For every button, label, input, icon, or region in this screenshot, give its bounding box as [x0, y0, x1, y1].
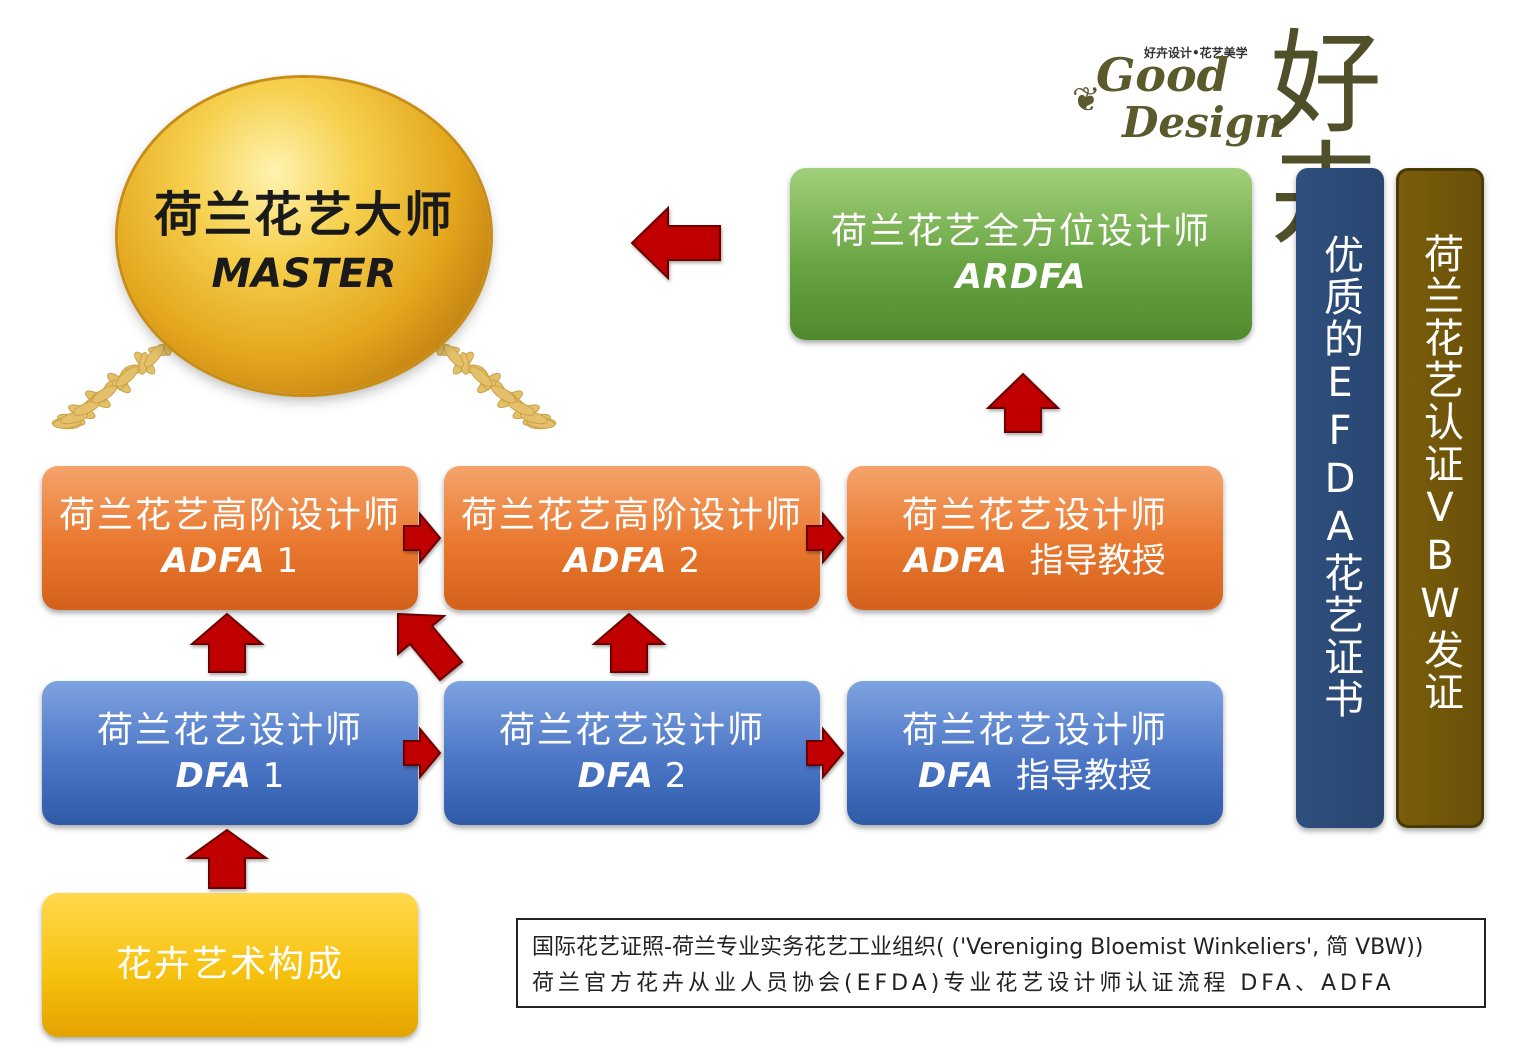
laurel-leaf — [469, 366, 493, 388]
logo-tagline: 好卉设计•花艺美学 — [1144, 46, 1248, 60]
laurel-leaf — [91, 385, 117, 404]
dfa1-code: DFA — [175, 756, 252, 797]
efda-certificate-band: 优质的EFDA花艺证书 — [1296, 168, 1384, 828]
master-subtitle: MASTER — [211, 251, 397, 297]
adfa-professor-box: 荷兰花艺设计师 ADFA 指导教授 — [847, 466, 1223, 610]
arrow-diagonal-icon — [397, 612, 464, 682]
adfa1-box: 荷兰花艺高阶设计师 ADFA 1 — [42, 466, 418, 610]
dfa2-box: 荷兰花艺设计师 DFA 2 — [444, 681, 820, 825]
arrow-left-icon — [630, 205, 721, 281]
ardfa-title: 荷兰花艺全方位设计师 — [830, 210, 1211, 252]
logo-word-design: Design — [1122, 98, 1285, 147]
dfa1-box: 荷兰花艺设计师 DFA 1 — [42, 681, 418, 825]
dfa-professor-level: 指导教授 — [1016, 756, 1152, 797]
dfa-professor-title: 荷兰花艺设计师 — [901, 709, 1168, 751]
dfa2-code: DFA — [577, 756, 654, 797]
vbw-band-text: 荷兰花艺认证VBW发证 — [1417, 233, 1463, 713]
caption-line-1: 国际花艺证照-荷兰专业实务花艺工业组织( ('Vereniging Bloemi… — [532, 935, 1424, 960]
arrow-up-icon — [591, 612, 667, 673]
foundation-box: 花卉艺术构成 — [42, 893, 418, 1037]
dfa2-level: 2 — [664, 756, 687, 797]
dfa-professor-code: DFA — [917, 756, 995, 797]
arrow-right-icon — [403, 726, 442, 780]
adfa2-title: 荷兰花艺高阶设计师 — [460, 494, 803, 536]
ardfa-code: ARDFA — [955, 257, 1087, 298]
adfa-professor-code: ADFA — [904, 541, 1009, 582]
adfa-professor-title: 荷兰花艺设计师 — [901, 494, 1168, 536]
adfa1-title: 荷兰花艺高阶设计师 — [58, 494, 401, 536]
laurel-leaf — [491, 385, 517, 404]
laurel-leaf — [115, 366, 139, 388]
ardfa-box: 荷兰花艺全方位设计师 ARDFA — [790, 168, 1252, 340]
laurel-leaf — [443, 343, 464, 368]
foundation-title: 花卉艺术构成 — [115, 943, 344, 985]
vbw-certificate-band: 荷兰花艺认证VBW发证 — [1396, 168, 1484, 828]
adfa2-level: 2 — [678, 541, 701, 582]
master-title: 荷兰花艺大师 — [153, 187, 454, 243]
efda-band-text: 优质的EFDA花艺证书 — [1317, 234, 1363, 720]
arrow-up-icon — [985, 372, 1061, 433]
dfa1-title: 荷兰花艺设计师 — [96, 709, 363, 751]
adfa1-code: ADFA — [161, 541, 266, 582]
arrow-right-icon — [403, 511, 442, 565]
dfa2-title: 荷兰花艺设计师 — [498, 709, 765, 751]
adfa2-code: ADFA — [563, 541, 668, 582]
arrow-up-icon — [184, 828, 270, 889]
adfa-professor-level: 指导教授 — [1029, 541, 1166, 582]
caption-box: 国际花艺证照-荷兰专业实务花艺工业组织( ('Vereniging Bloemi… — [516, 918, 1486, 1008]
caption-line-2: 荷兰官方花卉从业人员协会(EFDA)专业花艺设计师认证流程 DFA、ADFA — [532, 971, 1395, 996]
adfa1-level: 1 — [276, 541, 299, 582]
adfa2-box: 荷兰花艺高阶设计师 ADFA 2 — [444, 466, 820, 610]
master-medal: 荷兰花艺大师 MASTER — [118, 78, 490, 394]
arrow-up-icon — [189, 612, 265, 673]
dfa-professor-box: 荷兰花艺设计师 DFA 指导教授 — [847, 681, 1223, 825]
laurel-leaf — [144, 343, 165, 368]
arrow-right-icon — [806, 511, 845, 565]
dfa1-level: 1 — [262, 756, 285, 797]
logo-word-good: Good — [1096, 48, 1229, 102]
flower-sprig-icon: ❦ — [1072, 80, 1101, 120]
arrow-right-icon — [806, 726, 845, 780]
